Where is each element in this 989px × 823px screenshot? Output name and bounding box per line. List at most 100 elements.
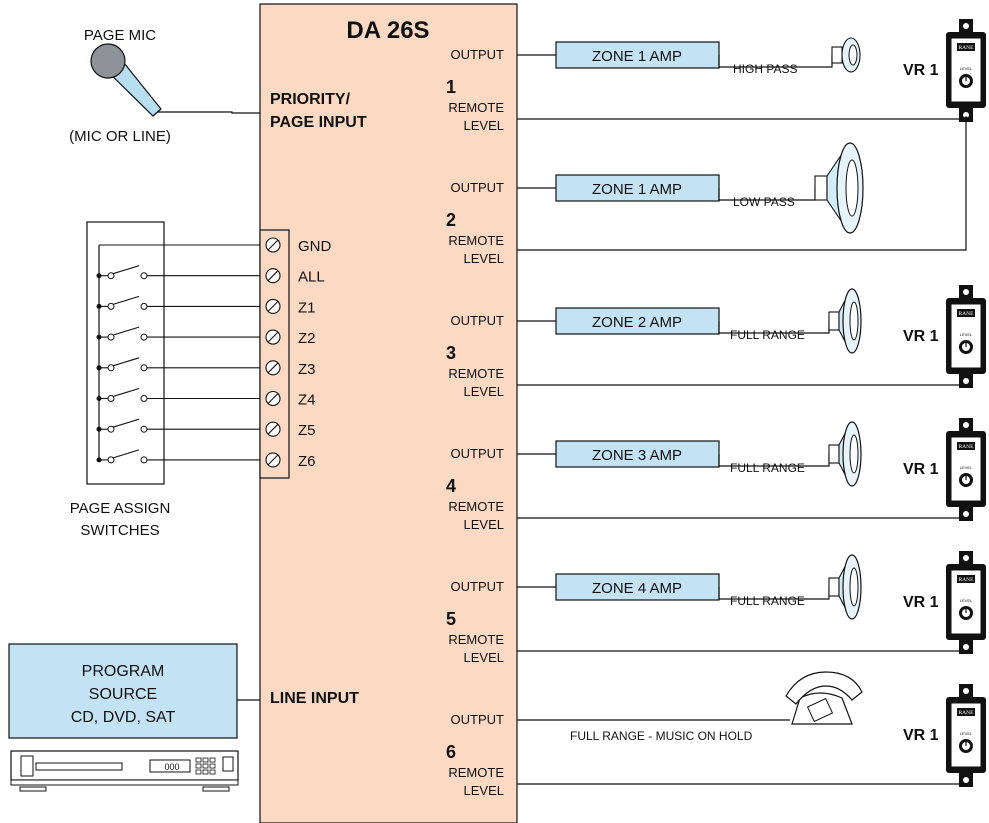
terminal-label: Z4 (298, 392, 316, 409)
remote-level-wire (517, 771, 967, 785)
switch-z4 (96, 387, 260, 402)
filter-label: FULL RANGE (730, 328, 805, 342)
vr1-remote: VR 1 RANE LEVEL (903, 551, 986, 654)
ch1-ch2-remote-link (517, 119, 967, 251)
terminal-z2: Z2 (265, 329, 316, 347)
remote-level-wire (517, 638, 967, 652)
line-input-label: LINE INPUT (270, 690, 359, 707)
switch-z3 (96, 357, 260, 372)
remote-level-wire (517, 372, 967, 386)
remote-label: REMOTE (448, 632, 504, 647)
page-mic: PAGE MIC (MIC OR LINE) (69, 27, 260, 145)
speaker-icon (828, 554, 862, 620)
tweeter-icon (831, 37, 861, 73)
terminal-z3: Z3 (265, 360, 316, 378)
filter-label: HIGH PASS (733, 62, 797, 76)
program-source-line-2: SOURCE (89, 686, 157, 703)
vr1-remote: VR 1 RANE LEVEL (903, 684, 986, 787)
output-label: OUTPUT (451, 47, 505, 62)
microphone-icon (90, 43, 162, 117)
terminal-z1: Z1 (265, 298, 316, 316)
terminal-gnd: GND (99, 237, 332, 255)
speaker-icon (828, 421, 862, 487)
vr-label: VR 1 (903, 594, 939, 611)
switch-z5 (96, 418, 260, 433)
vr-brand: RANE (959, 577, 975, 583)
channel-number: 2 (446, 210, 456, 230)
amp-box (555, 41, 720, 69)
vr-label: VR 1 (903, 461, 939, 478)
telephone-icon (785, 671, 863, 725)
program-source-line-3: CD, DVD, SAT (71, 709, 176, 726)
filter-label: LOW PASS (733, 195, 795, 209)
switch-rows (96, 265, 260, 464)
channel-2-row: ZONE 1 AMP LOW PASS (517, 142, 864, 234)
output-label: OUTPUT (451, 313, 505, 328)
terminal-z6: Z6 (265, 452, 316, 470)
vr-label: VR 1 (903, 328, 939, 345)
vr-knob-label: LEVEL (960, 66, 973, 71)
media-player-icon: 000 (10, 750, 239, 792)
level-label: LEVEL (464, 650, 504, 665)
terminal-label: Z2 (298, 330, 316, 347)
vr-brand: RANE (959, 444, 975, 450)
program-source-line-1: PROGRAM (82, 663, 165, 680)
device-channel-labels: OUTPUT1REMOTELEVELOUTPUT2REMOTELEVELOUTP… (446, 47, 504, 798)
device-title: DA 26S (346, 17, 429, 44)
vr1-remote: VR 1 RANE LEVEL (903, 418, 986, 521)
channel-number: 1 (446, 77, 456, 97)
switch-panel (86, 221, 165, 485)
remote-label: REMOTE (448, 499, 504, 514)
channel-number: 4 (446, 476, 456, 496)
page-assign-switches: PAGE ASSIGN SWITCHES (70, 221, 260, 539)
terminal-label: GND (298, 238, 332, 255)
amp-box (555, 573, 720, 601)
amp-box (555, 174, 720, 202)
level-label: LEVEL (464, 384, 504, 399)
remote-label: REMOTE (448, 233, 504, 248)
woofer-icon (814, 142, 864, 234)
output-label: OUTPUT (451, 579, 505, 594)
vr-brand: RANE (959, 710, 975, 716)
channel-number: 6 (446, 742, 456, 762)
terminal-z5: Z5 (265, 421, 316, 439)
amp-label: ZONE 1 AMP (592, 181, 682, 198)
output-label: OUTPUT (451, 180, 505, 195)
switch-all (96, 265, 260, 280)
terminal-label: ALL (298, 269, 325, 286)
terminal-all: ALL (265, 268, 325, 286)
remote-label: REMOTE (448, 100, 504, 115)
level-label: LEVEL (464, 783, 504, 798)
channel-rows: ZONE 1 AMP HIGH PASS VR 1 RANE LEVEL ZONE 1 A… (517, 19, 986, 787)
priority-input-label-1: PRIORITY/ (270, 91, 351, 108)
terminal-label: Z3 (298, 361, 316, 378)
filter-label: FULL RANGE (730, 461, 805, 475)
speaker-icon (828, 288, 862, 354)
vr-knob-label: LEVEL (960, 598, 973, 603)
switches-caption-2: SWITCHES (80, 522, 159, 539)
switch-z2 (96, 326, 260, 341)
vr-label: VR 1 (903, 727, 939, 744)
da26s-device (259, 3, 518, 823)
amp-label: ZONE 4 AMP (592, 580, 682, 597)
remote-level-wire (517, 505, 967, 519)
terminal-label: Z1 (298, 299, 316, 316)
output-label: OUTPUT (451, 446, 505, 461)
remote-label: REMOTE (448, 765, 504, 780)
vr-knob-label: LEVEL (960, 465, 973, 470)
vr-knob-label: LEVEL (960, 731, 973, 736)
switch-z1 (96, 295, 260, 310)
terminal-z4: Z4 (265, 390, 316, 409)
channel-number: 3 (446, 343, 456, 363)
terminal-label: Z6 (298, 453, 316, 470)
